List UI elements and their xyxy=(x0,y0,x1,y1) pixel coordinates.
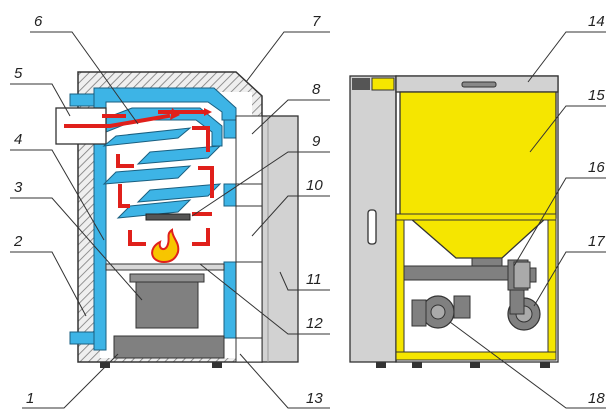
water-jacket-right-lower xyxy=(223,261,237,339)
pellet-feeder-section xyxy=(349,75,559,368)
water-jacket-right-upper xyxy=(223,119,237,139)
flow-pipe xyxy=(69,93,95,107)
callout-10: 10 xyxy=(306,177,323,194)
return-pipe xyxy=(69,331,95,345)
callout-11: 11 xyxy=(306,271,322,288)
flue-gas-path xyxy=(64,110,214,246)
callout-2: 2 xyxy=(13,233,23,250)
callout-16: 16 xyxy=(588,159,605,176)
leader-lines xyxy=(10,31,606,409)
callout-4: 4 xyxy=(14,131,22,148)
auger-tube xyxy=(403,265,509,281)
callout-15: 15 xyxy=(588,87,605,104)
side-casing xyxy=(261,115,299,363)
callout-6: 6 xyxy=(34,13,43,30)
heat-exchanger-baffles xyxy=(102,127,222,219)
boiler-section xyxy=(55,71,299,368)
callout-14: 14 xyxy=(588,13,605,30)
ash-box xyxy=(113,335,225,359)
callout-13: 13 xyxy=(306,390,323,407)
callout-labels: 6 7 5 8 4 9 3 10 2 11 12 1 13 14 15 16 1… xyxy=(13,13,605,407)
callout-18: 18 xyxy=(588,390,605,407)
callout-3: 3 xyxy=(14,179,23,196)
callout-1: 1 xyxy=(26,390,34,407)
side-door-handle xyxy=(367,209,377,245)
flame-icon xyxy=(151,228,180,264)
callout-7: 7 xyxy=(312,13,321,30)
grate xyxy=(105,263,225,271)
callout-5: 5 xyxy=(14,65,23,82)
burner-plate xyxy=(145,213,191,221)
hopper-funnel xyxy=(408,217,548,259)
water-jacket xyxy=(93,87,237,351)
callout-12: 12 xyxy=(306,315,323,332)
fuel-hopper xyxy=(399,91,557,219)
callout-9: 9 xyxy=(312,133,321,150)
motor-icon xyxy=(513,261,531,289)
callout-8: 8 xyxy=(312,81,321,98)
callout-17: 17 xyxy=(588,233,605,250)
